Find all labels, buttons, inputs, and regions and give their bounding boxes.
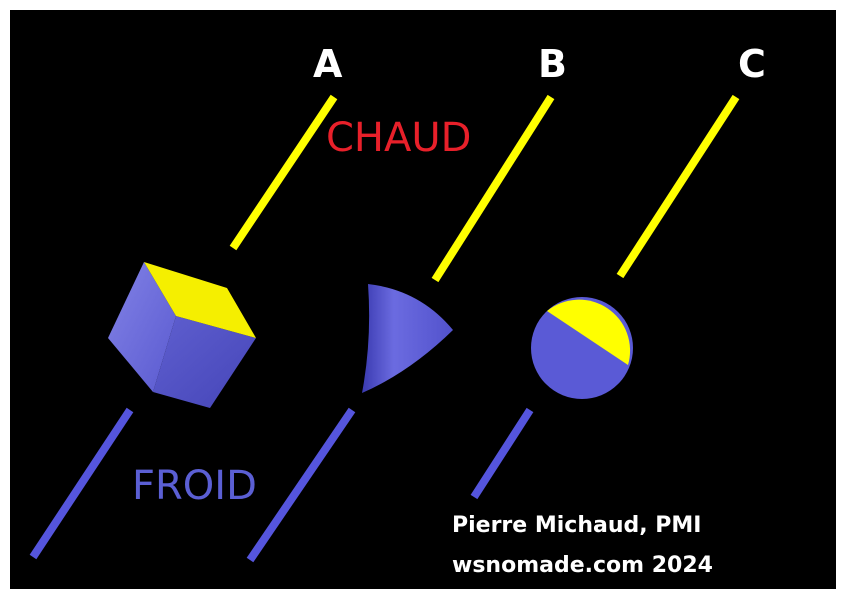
hot-label: CHAUD xyxy=(326,115,472,161)
sphere-object xyxy=(531,297,633,399)
cold-ray-b xyxy=(246,407,356,563)
cube-left-face xyxy=(108,262,176,392)
hot-ray-b xyxy=(431,94,555,283)
cold-label: FROID xyxy=(132,463,257,509)
label-a: A xyxy=(313,42,343,86)
cone-object xyxy=(362,284,453,393)
cold-ray-c xyxy=(470,407,534,500)
cold-ray-a xyxy=(29,407,134,560)
cube-right-face xyxy=(153,316,256,408)
label-c: C xyxy=(738,42,766,86)
hot-ray-c xyxy=(616,94,740,279)
hot-ray-a xyxy=(229,94,338,251)
cube-top-face xyxy=(144,262,256,338)
credit-site: wsnomade.com 2024 xyxy=(452,553,713,578)
credit-author: Pierre Michaud, PMI xyxy=(452,513,702,538)
label-b: B xyxy=(538,42,567,86)
cube-object xyxy=(108,262,256,408)
sphere-hot-cap xyxy=(547,299,631,365)
